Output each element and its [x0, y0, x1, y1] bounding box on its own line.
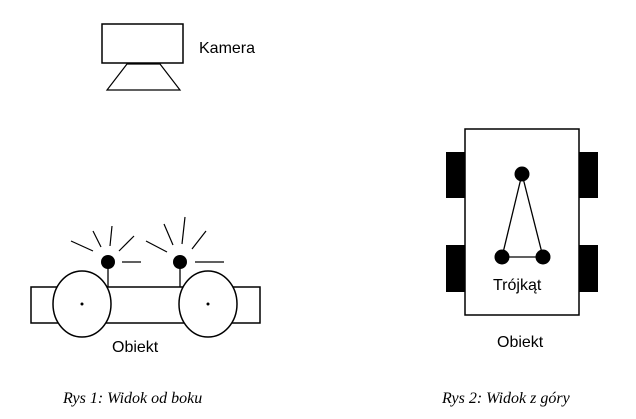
light-rays-right: [145, 216, 224, 263]
figure-side-view: Kamera: [30, 23, 261, 407]
camera-label: Kamera: [199, 40, 255, 57]
marker-bottom-left: [494, 249, 510, 265]
caption-top-view: Rys 2: Widok z góry: [441, 390, 571, 407]
object-body-top: [464, 128, 580, 316]
light-rays-left: [70, 225, 141, 263]
marker-top: [514, 166, 530, 182]
marker-bottom-right: [535, 249, 551, 265]
wheel-top-left: [446, 152, 465, 198]
wheel-bottom-left: [446, 245, 465, 292]
object-label-side: Obiekt: [112, 339, 159, 356]
marker-triangle: [494, 166, 551, 265]
camera-icon: [101, 23, 184, 91]
object-label-top: Obiekt: [497, 334, 544, 351]
wheel-left: [52, 270, 112, 338]
figure-top-view: Trójkąt Obiekt Rys 2: Widok z góry: [441, 128, 598, 407]
wheel-right: [178, 270, 238, 338]
wheel-bottom-right: [579, 245, 598, 292]
marker-right: [173, 255, 187, 287]
wheel-top-right: [579, 152, 598, 198]
marker-left: [101, 255, 115, 287]
caption-side-view: Rys 1: Widok od boku: [62, 390, 202, 407]
triangle-label: Trójkąt: [493, 277, 542, 294]
